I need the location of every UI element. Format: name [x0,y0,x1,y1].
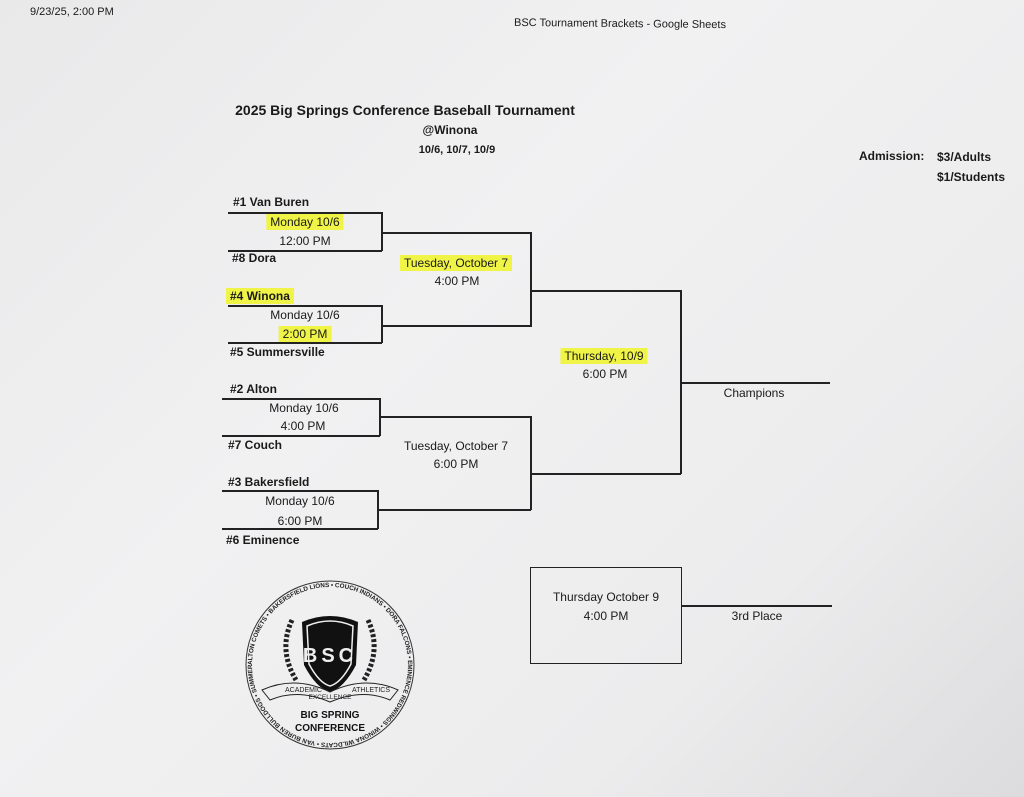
game3-time: 4:00 PM [280,419,326,433]
bracket-line [530,416,532,510]
third-place-day: Thursday October 9 [552,590,660,604]
bracket-line [228,212,382,214]
logo-banner-right: ATHLETICS [352,687,390,694]
third-place-time: 4:00 PM [583,609,629,623]
champions-label: Champions [723,386,785,400]
bracket-line [228,342,382,344]
game2-day: Monday 10/6 [270,308,340,322]
bracket-line [382,232,531,234]
logo-banner-left: ACADEMIC [285,687,322,694]
admission-label: Admission: [859,149,925,163]
bracket-line [228,305,382,307]
bracket-line [530,473,681,475]
team-seed-2: #2 Alton [230,382,277,396]
location: @Winona [422,123,478,137]
team-seed-6: #6 Eminence [226,533,300,547]
page-title: 2025 Big Springs Conference Baseball Tou… [235,102,575,118]
logo-name-1: BIG SPRING [301,710,360,721]
team-seed-8: #8 Dora [232,251,277,265]
game1-time: 12:00 PM [279,234,331,248]
logo-name-2: CONFERENCE [295,723,365,734]
team-seed-1: #1 Van Buren [233,195,310,209]
bracket-line [222,398,380,400]
third-place-box [530,567,682,664]
game3-day: Monday 10/6 [269,401,339,415]
semi1-day: Tuesday, October 7 [399,255,513,271]
bracket-line [382,325,531,327]
bracket-line [377,490,379,529]
bracket-line [530,232,532,327]
semi2-time: 6:00 PM [433,457,479,471]
logo-banner-center: EXCELLENCE [309,694,353,701]
game4-time: 6:00 PM [277,514,323,528]
semi1-time: 4:00 PM [434,274,480,288]
team-seed-4: #4 Winona [226,288,294,304]
admission-adults: $3/Adults [937,150,992,164]
team-seed-3: #3 Bakersfield [228,475,310,489]
third-place-line [682,605,832,607]
game4-day: Monday 10/6 [265,494,335,508]
champions-line [680,382,830,384]
bracket-line [228,250,382,252]
bracket-line [530,290,681,292]
bracket-line [222,435,380,437]
tournament-dates: 10/6, 10/7, 10/9 [418,144,496,156]
bracket-line [380,416,531,418]
team-seed-5: #5 Summersville [230,345,325,359]
final-day: Thursday, 10/9 [560,348,648,364]
game2-time: 2:00 PM [278,326,332,342]
print-timestamp: 9/23/25, 2:00 PM [30,6,114,18]
bracket-line [222,490,378,492]
final-time: 6:00 PM [582,367,628,381]
bracket-line [379,398,381,436]
bracket-line [381,212,383,251]
bracket-line [222,528,378,530]
bsc-logo: ALTON COMETS • BAKERSFIELD LIONS • COUCH… [240,580,415,750]
bracket-line [381,305,383,343]
team-seed-7: #7 Couch [228,438,283,452]
game1-day: Monday 10/6 [266,214,344,230]
third-place-label: 3rd Place [731,609,783,623]
print-doc-title: BSC Tournament Brackets - Google Sheets [513,16,727,32]
semi2-day: Tuesday, October 7 [403,439,509,453]
logo-initials: BSC [303,645,357,667]
admission-students: $1/Students [937,170,1006,184]
bracket-line [378,509,531,511]
